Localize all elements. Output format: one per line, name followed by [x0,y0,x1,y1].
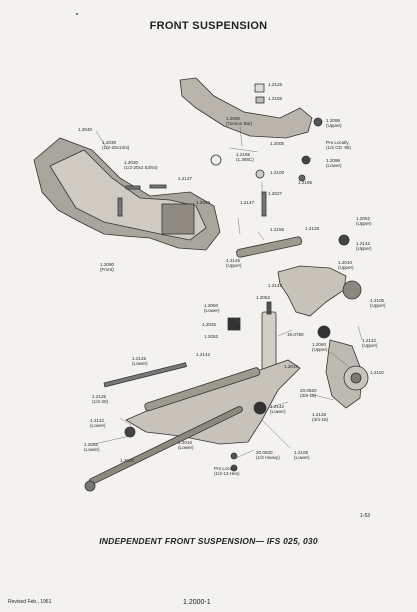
bushing [253,401,267,415]
callout-label: 1.2050 (Lower) [204,303,220,314]
callout-label: 15.0750 [287,332,304,337]
crossmember-bracket [161,203,195,235]
bolt [125,185,141,190]
leader-lines [93,126,363,459]
nut [230,452,238,460]
washer [210,154,222,166]
callout-label: 1.2195 [298,180,313,185]
document-number: 1.2000-1 [183,599,211,606]
callout-label: 1.2020 [120,458,135,463]
bolt [117,197,123,217]
callout-label: 1.2027 [268,191,283,196]
callout-label: Pro Locally (1/2 CD. 85) [326,140,352,151]
callout-label: 1.2005 [270,141,285,146]
shock-rod [266,301,272,315]
callout-label: 1.2145 (Upper) [226,258,242,269]
callout-label: 1.2105 (Lower) [294,450,310,461]
callout-label: 1.2010 (Lower) [178,440,194,451]
page-title: FRONT SUSPENSION [149,20,268,32]
callout-label: 1.2110 [370,370,384,375]
nut [301,155,311,165]
callout-label: 1.2025 [202,322,217,327]
callout-label: 1.2137 [178,176,193,181]
callout-label: 1.2040 [78,127,93,132]
callout-label: 1.2052 (Lower) [84,442,100,453]
callout-label: 1.2155 [268,96,283,101]
nut [298,174,306,182]
callout-label: 1.2147 [240,200,255,205]
callout-label: 1.2126 (3/4-16) [312,412,329,423]
upper-arm-ball [342,280,362,300]
callout-label: 1.2095 (Upper) [326,118,342,129]
strut-rod-end [84,480,96,492]
callout-label: 1.2125 (1/2-20) [92,394,109,405]
callout-label: 1.2010 (Upper) [338,260,354,271]
upper-shaft [236,236,303,258]
washer [255,169,265,179]
lower-arm-shaft [144,367,261,412]
page-reference: 1-53 [360,513,371,519]
callout-label: 1.2030 (1/2-20x13/4) [102,140,130,151]
bushing [227,317,241,331]
callout-label: 1.2142 (Upper) [356,241,372,252]
callout-label: 1.2142 (Upper) [362,338,378,349]
bushing [255,96,265,104]
callout-label: 1.2125 [268,82,283,87]
callout-label: 1.2142 (Lower) [270,404,286,415]
callout-label: 20.0520 (3/8-18) [300,388,317,399]
callout-label: 1.2030 (1/2-20x2 53/64) [124,160,158,171]
torsion-bar [179,77,313,139]
bushing [124,426,136,438]
callout-label: 1.2165 (1.385C) [236,152,254,163]
callout-label: 1.2052 [256,295,271,300]
callout-label: 1.2142 (Lower) [90,418,106,429]
callout-label: 1.2015 [284,364,299,369]
figure-caption: INDEPENDENT FRONT SUSPENSION— IFS 025, 0… [99,536,318,546]
revision-date: Revised Feb., 1961 [8,599,52,605]
callout-label: 1.2142 [196,352,211,357]
nut [313,117,323,127]
bolt [103,362,187,388]
callout-label: 1.2090 (Front) [100,262,115,273]
shock-body [261,311,277,371]
bushing [338,234,350,246]
callout-label: 1.2145 (Lower) [132,356,148,367]
bolt [261,191,267,217]
callout-label: 1.2142 [268,283,283,288]
steering-knuckle [325,339,363,409]
callout-label: 1.2125 [305,226,320,231]
callout-label: 1.2155 [270,227,285,232]
callout-label: 1.2062 (Upper) [356,216,372,227]
callout-label: 1.2100 [270,170,285,175]
callout-label: 1.2060 (Upper) [312,342,328,353]
callout-label: 1.2096 (Lower) [326,158,342,169]
bushing [317,325,331,339]
print-speck [76,13,78,15]
upper-control-arm [277,265,347,317]
callout-label: 1.2090 (Torsion Bar) [226,116,253,127]
callout-label: Pro Locally (1/2-13 Hex) [214,466,240,477]
callout-label: 1.2040 [196,200,211,205]
callout-label: 1.2052 [204,334,219,339]
nut [230,464,238,472]
callout-label: 1.2105 (Upper) [370,298,386,309]
bushing [254,83,265,93]
bolt [149,184,167,189]
callout-label: 20.0820 (1/2 Heavy) [256,450,280,461]
